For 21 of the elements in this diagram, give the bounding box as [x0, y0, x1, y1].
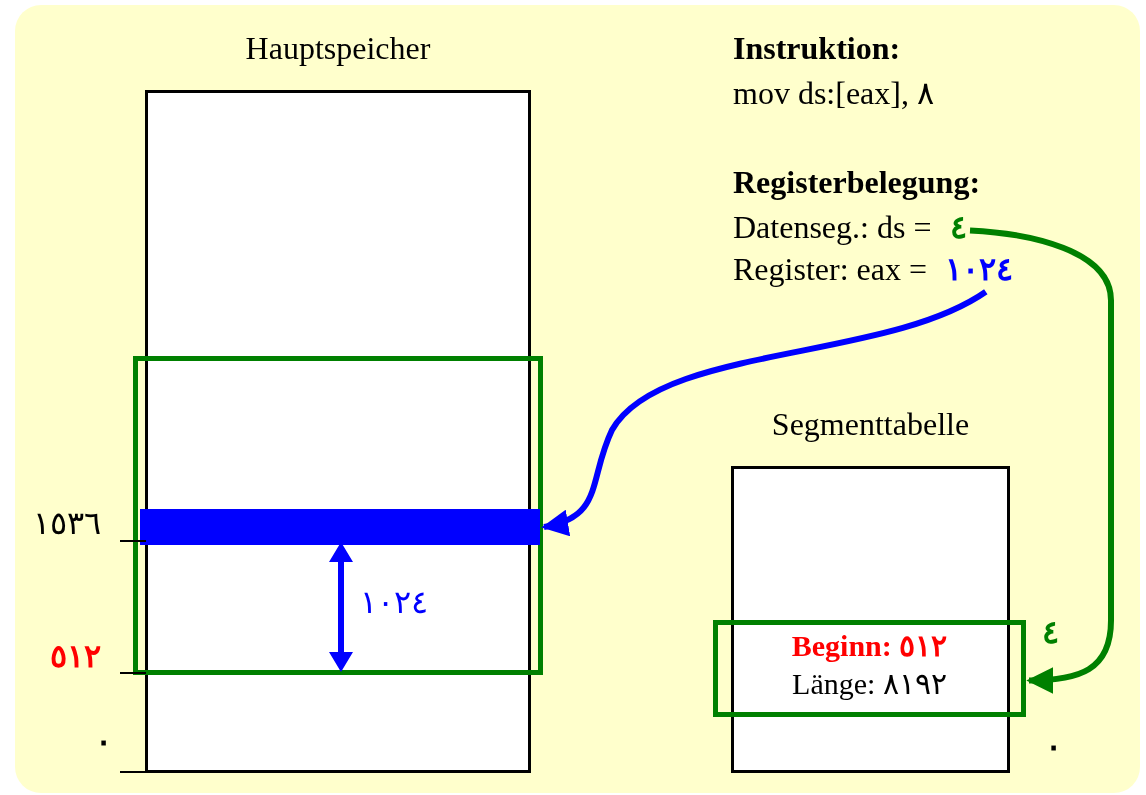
register-value: ٤	[950, 209, 967, 246]
address-label: ٥١٢	[50, 638, 101, 675]
index-label: ٠	[1045, 728, 1062, 765]
table-heading: Segmenttabelle	[770, 406, 971, 443]
address-label: ١٥٣٦	[33, 505, 101, 542]
register-label: Datenseg.: ds =	[733, 209, 932, 246]
segment-number: ٤	[1042, 614, 1059, 651]
register-value: ١٠٢٤	[945, 251, 1013, 288]
instruction-text: mov ds:[eax], ٨	[733, 75, 934, 112]
entry-text: Länge: ٨١٩٢	[791, 667, 948, 702]
memory-cell-bar	[140, 509, 540, 545]
offset-label: ١٠٢٤	[360, 584, 428, 621]
entry-text: Beginn: ٥١٢	[790, 629, 949, 664]
address-label: ٠	[95, 723, 112, 760]
table-entry-frame	[713, 620, 1026, 717]
column-heading: Hauptspeicher	[244, 30, 432, 67]
register-label: Register: eax =	[733, 251, 927, 288]
arrow	[969, 227, 1114, 694]
arrow	[541, 289, 988, 535]
section-heading: Instruktion:	[733, 30, 901, 67]
section-heading: Registerbelegung:	[733, 164, 981, 201]
